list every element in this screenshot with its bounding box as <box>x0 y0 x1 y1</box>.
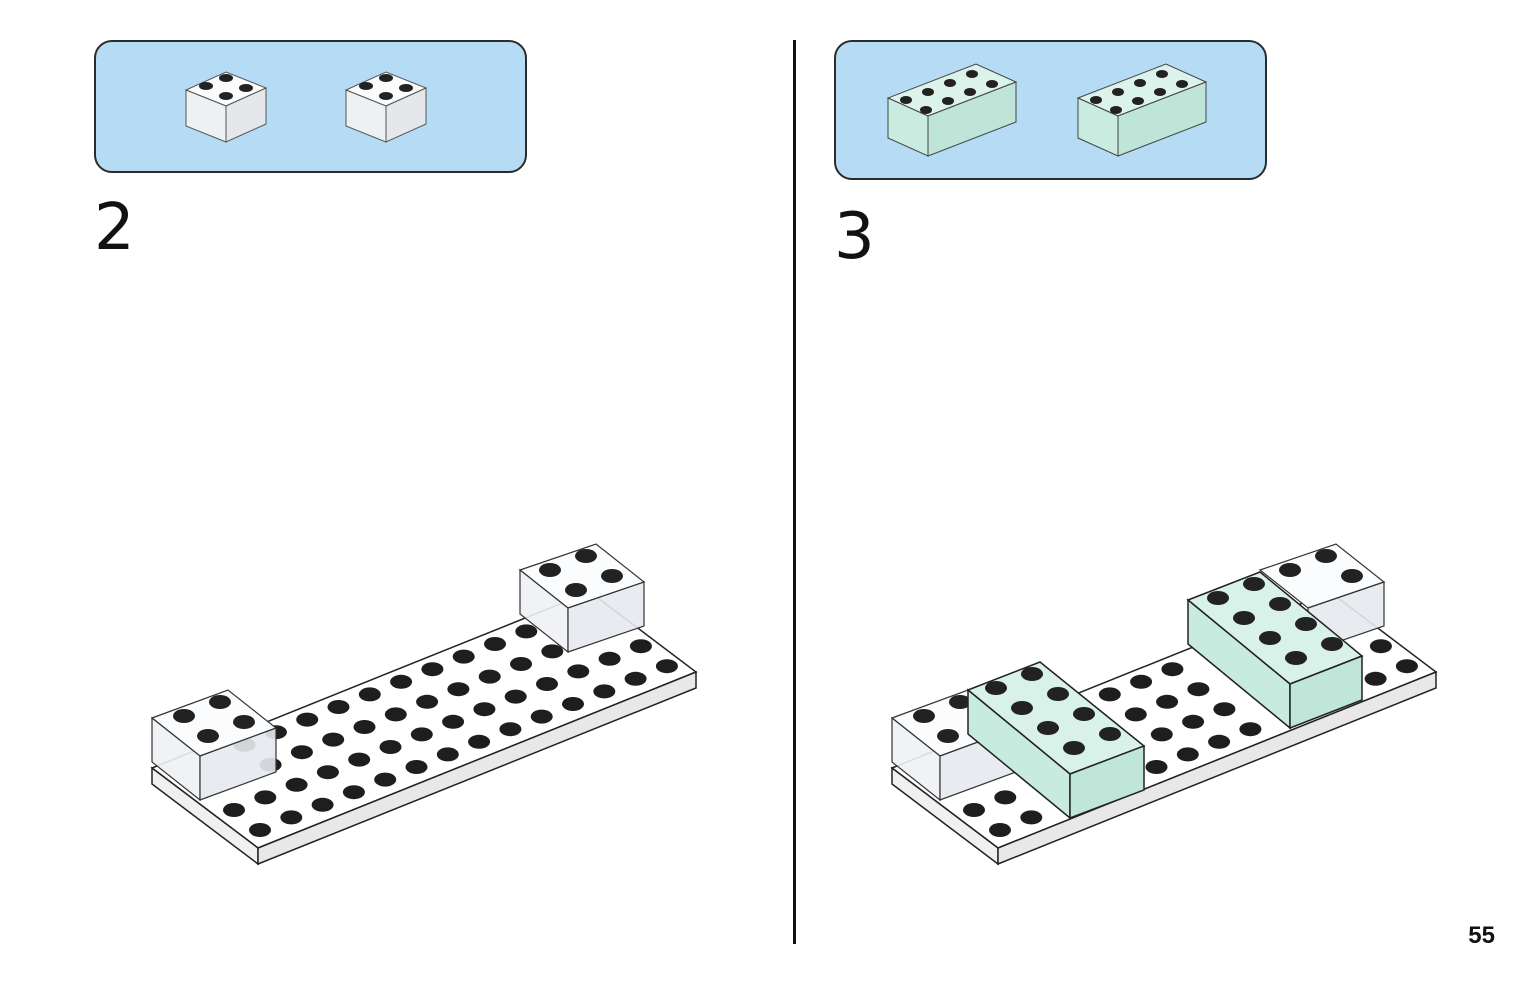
stud <box>390 674 413 689</box>
stud <box>473 702 496 717</box>
build-model-step-3 <box>890 543 1438 866</box>
stud <box>421 662 444 677</box>
stud <box>1239 722 1262 737</box>
stud <box>567 664 590 679</box>
stud <box>1213 702 1236 717</box>
stud <box>410 727 433 742</box>
step-number-2: 2 <box>94 191 135 265</box>
page-number: 55 <box>1468 922 1495 949</box>
stud <box>316 765 339 780</box>
stud <box>655 659 678 674</box>
stud <box>379 740 402 754</box>
stud <box>348 752 371 767</box>
stud <box>353 720 376 734</box>
stud <box>989 823 1011 837</box>
stud <box>515 624 538 639</box>
stud <box>1124 707 1147 722</box>
stud <box>447 682 470 697</box>
brick-2x4-mint-icon <box>1076 63 1208 157</box>
brick-2x4-mint <box>1186 571 1364 730</box>
stud <box>963 803 985 817</box>
stud <box>1130 674 1153 689</box>
stud <box>499 722 522 737</box>
stud <box>384 707 407 722</box>
stud <box>1364 671 1387 686</box>
stud <box>598 651 621 666</box>
stud <box>562 697 584 711</box>
stud <box>296 712 319 727</box>
stud <box>290 745 313 760</box>
brick-2x2-clear-icon <box>344 71 428 143</box>
parts-panel-step-2 <box>94 40 527 173</box>
stud <box>530 709 553 724</box>
stud <box>223 803 245 817</box>
stud <box>484 637 506 651</box>
stud <box>405 760 428 774</box>
stud <box>1098 687 1121 702</box>
stud <box>1176 747 1199 762</box>
stud <box>994 790 1017 805</box>
stud <box>436 747 459 762</box>
step-number-3: 3 <box>834 200 875 274</box>
stud <box>478 669 501 684</box>
stud <box>1020 810 1043 825</box>
stud <box>342 785 365 800</box>
stud <box>311 797 334 812</box>
stud <box>285 777 308 792</box>
brick-2x2-clear-icon <box>184 71 268 143</box>
stud <box>1156 694 1179 709</box>
stud <box>1395 659 1418 674</box>
stud <box>536 677 558 691</box>
stud <box>629 639 652 654</box>
brick-2x4-mint-icon <box>886 63 1018 157</box>
stud <box>249 823 271 837</box>
page-divider <box>793 40 796 944</box>
stud <box>358 687 381 702</box>
stud <box>1208 734 1231 749</box>
stud <box>416 694 439 709</box>
stud <box>327 700 350 714</box>
stud <box>322 732 345 747</box>
stud <box>541 644 564 659</box>
stud <box>624 671 647 686</box>
stud <box>504 689 527 704</box>
stud <box>1145 760 1168 774</box>
stud <box>1161 662 1184 677</box>
stud <box>1187 682 1210 697</box>
brick-2x2-clear <box>150 689 278 802</box>
stud <box>468 734 491 749</box>
brick-2x2-clear <box>518 543 646 654</box>
stud <box>1369 639 1392 654</box>
stud <box>510 657 532 671</box>
stud <box>1182 714 1205 729</box>
stud <box>374 772 397 787</box>
stud <box>1150 727 1173 742</box>
stud <box>593 684 616 699</box>
stud <box>254 790 277 805</box>
stud <box>452 649 475 664</box>
stud <box>442 714 465 729</box>
stud <box>280 810 303 825</box>
build-model-step-2 <box>150 543 698 866</box>
plate-studs <box>223 624 678 837</box>
brick-2x4-mint <box>966 661 1146 820</box>
